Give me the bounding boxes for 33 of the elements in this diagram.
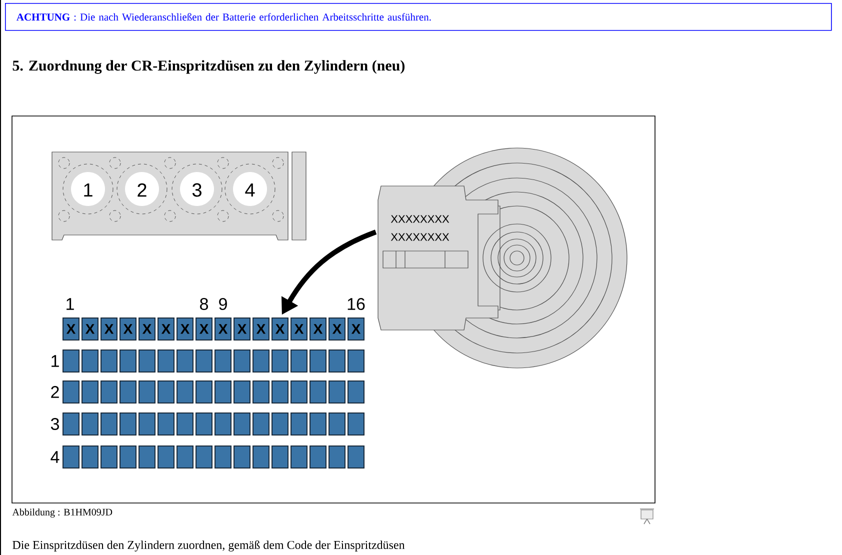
code-letter: X: [104, 324, 114, 334]
code-letter: X: [237, 324, 247, 334]
code-letter: X: [218, 324, 228, 334]
cylinder-number: 3: [192, 183, 202, 197]
injector-drawing: [378, 148, 628, 368]
code-letter: X: [123, 324, 133, 334]
code-letter: X: [142, 324, 152, 334]
code-letter: X: [313, 324, 323, 334]
column-number: 16: [348, 298, 365, 310]
instruction-text: Die Einspritzdüsen den Zylindern zuordnen, gemäß dem Code der Einspritzdüsen: [12, 540, 405, 552]
row-number: 1: [52, 355, 59, 367]
injector-code: XXXXXXXX: [390, 233, 450, 241]
code-letter: X: [275, 324, 285, 334]
code-letter: X: [294, 324, 304, 334]
code-letter: X: [332, 324, 342, 334]
heading: 5. Zuordnung der CR-Einspritzdüsen zu den Zylindern (neu): [12, 60, 405, 74]
cylinder-number: 4: [245, 183, 255, 197]
figure-caption: Abbildung : B1HM09JD: [12, 508, 112, 518]
injector-code: XXXXXXXX: [390, 215, 450, 223]
code-letter: X: [66, 324, 76, 334]
row-number: 3: [50, 418, 59, 430]
cylinder-number: 2: [138, 183, 146, 197]
cylinder-number: 1: [84, 183, 92, 197]
code-letter: X: [199, 324, 209, 334]
row-number: 4: [50, 451, 60, 463]
code-letter: X: [256, 324, 266, 334]
row-number: 2: [51, 386, 59, 398]
code-letter: X: [85, 324, 95, 334]
notice-box: ACHTUNG : Die nach Wiederanschließen der Batterie erforderlichen Arbeitsschritte ausführen.: [5, 3, 832, 31]
code-letter: X: [161, 324, 171, 334]
code-letter: X: [351, 324, 361, 334]
code-row: [62, 318, 364, 340]
code-letter: X: [180, 324, 190, 334]
